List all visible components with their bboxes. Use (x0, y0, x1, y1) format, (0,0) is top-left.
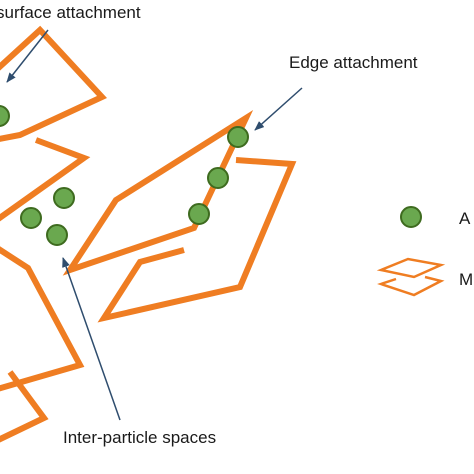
legend-sheet-text: M (459, 270, 473, 289)
label-edge-attachment: Edge attachment (289, 53, 418, 72)
sheet-top-left (0, 25, 108, 142)
clay-sheets (0, 25, 297, 443)
sheet-mid-left (0, 137, 91, 222)
sheet-lower-left (0, 246, 85, 392)
sheet-center-lower (97, 157, 297, 323)
legend-sheet-icon (376, 257, 446, 297)
legend-particle-icon (400, 206, 422, 228)
particle-edge-3 (188, 203, 210, 225)
arrow-inter (62, 257, 121, 421)
particle-edge-1 (227, 126, 249, 148)
legend-particle-text: A (459, 209, 471, 228)
arrow-surface (6, 29, 49, 83)
sheet-center-upper (62, 109, 254, 276)
particle-inter-3 (46, 224, 68, 246)
particle-inter-2 (20, 207, 42, 229)
particle-surface (0, 105, 10, 127)
legend-sheet-lower (377, 275, 445, 297)
callout-arrows (6, 29, 303, 421)
legend-sheet-upper (376, 257, 446, 279)
label-inter-particle-spaces: Inter-particle spaces (63, 428, 216, 447)
legend: A M (376, 206, 473, 297)
particle-inter-1 (53, 187, 75, 209)
sheet-bottom-left (0, 370, 49, 443)
particle-edge-2 (207, 167, 229, 189)
arrow-edge (254, 87, 303, 131)
label-surface-attachment: surface attachment (0, 3, 141, 22)
particles (0, 105, 249, 246)
